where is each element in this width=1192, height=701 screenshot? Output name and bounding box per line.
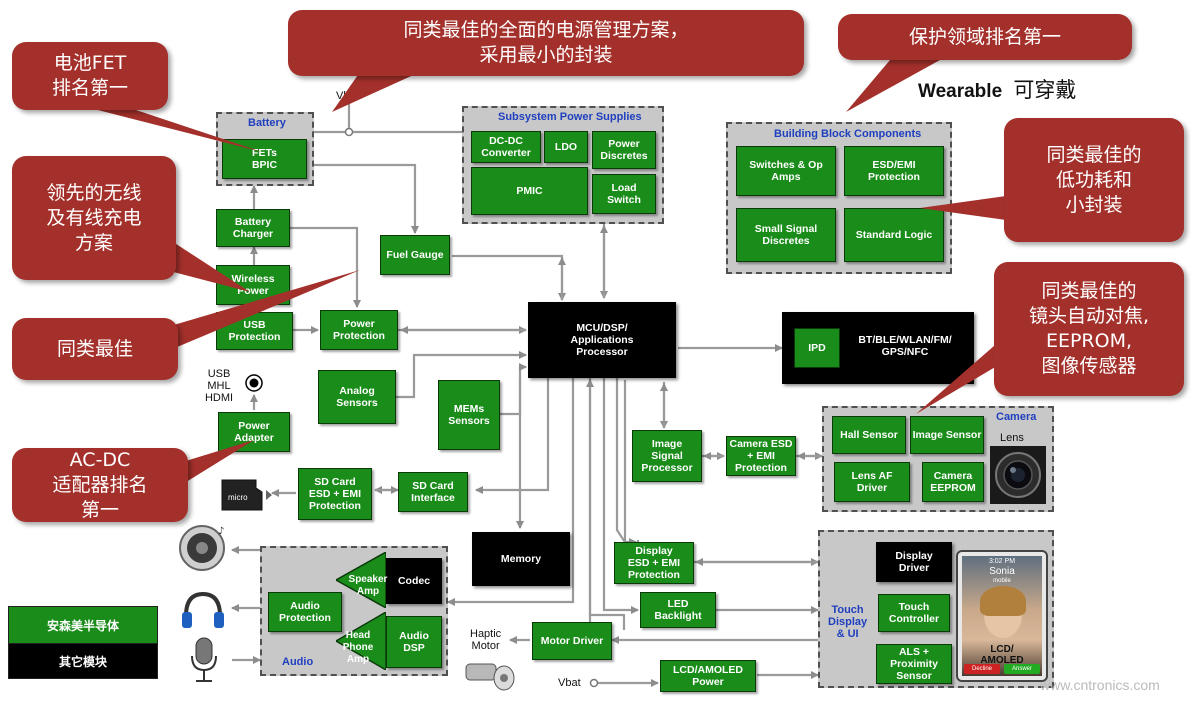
battery-group-title: Battery — [248, 117, 286, 129]
display-driver-block[interactable]: Display Driver — [876, 542, 952, 582]
codec-block[interactable]: Codec — [386, 558, 442, 604]
building-block-title: Building Block Components — [774, 128, 922, 140]
lcd-amoled-power-block[interactable]: LCD/AMOLED Power — [660, 660, 756, 692]
phone-caller-sub: mobile — [993, 578, 1011, 584]
legend-other: 其它模块 — [8, 643, 158, 679]
mems-sensors-block[interactable]: MEMs Sensors — [438, 380, 500, 450]
fets-bpic-block[interactable]: FETs BPIC — [222, 139, 307, 179]
ipd-block[interactable]: IPD — [794, 328, 840, 368]
svg-text:micro: micro — [228, 493, 248, 502]
hall-sensor-block[interactable]: Hall Sensor — [832, 416, 906, 454]
watermark: www.cntronics.com — [1040, 677, 1160, 693]
headphone-amp-label: Head Phone Amp — [342, 630, 374, 665]
ldo-block[interactable]: LDO — [544, 131, 588, 163]
wearable-en: Wearable — [918, 81, 1003, 102]
als-proximity-block[interactable]: ALS + Proximity Sensor — [876, 644, 952, 684]
esd-emi-block[interactable]: ESD/EMI Protection — [844, 146, 944, 196]
speaker-amp-label: Speaker Amp — [348, 574, 388, 597]
legend-onsemi: 安森美半导体 — [8, 606, 158, 644]
callout-protection: 保护领域排名第一 — [838, 14, 1132, 60]
connectivity-label: BT/BLE/WLAN/FM/ GPS/NFC — [858, 334, 952, 358]
speaker-amp-triangle[interactable] — [336, 552, 386, 608]
callout-low-power: 同类最佳的 低功耗和 小封装 — [1004, 118, 1184, 242]
touch-display-title: Touch Display & UI — [828, 604, 868, 640]
speaker-icon: ♪ — [179, 525, 225, 571]
usb-mhl-hdmi-label: USB MHL HDMI — [204, 368, 234, 404]
phone-caller-name: Sonia — [989, 566, 1015, 577]
image-signal-processor-block[interactable]: Image Signal Processor — [632, 430, 702, 482]
battery-charger-block[interactable]: Battery Charger — [216, 209, 290, 247]
callout-power-management: 同类最佳的全面的电源管理方案， 采用最小的封装 — [288, 10, 804, 76]
camera-esd-block[interactable]: Camera ESD + EMI Protection — [726, 436, 796, 476]
answer-button[interactable]: Answer — [1004, 664, 1040, 674]
camera-eeprom-block[interactable]: Camera EEPROM — [922, 462, 984, 502]
svg-text:♪: ♪ — [218, 526, 224, 537]
headphone-amp-triangle[interactable] — [336, 612, 386, 670]
audio-protection-block[interactable]: Audio Protection — [268, 592, 342, 632]
lcd-amoled-label: LCD/ AMOLED — [980, 644, 1024, 666]
callout-battery-fet: 电池FET 排名第一 — [12, 42, 168, 110]
micro-sd-icon: micro — [221, 479, 272, 511]
decline-button[interactable]: Decline — [964, 664, 1000, 674]
haptic-motor-icon — [465, 663, 515, 691]
mcu-processor-block[interactable]: MCU/DSP/ Applications Processor — [528, 302, 676, 378]
callout-best-in-class: 同类最佳 — [12, 318, 178, 380]
switches-opamps-block[interactable]: Switches & Op Amps — [736, 146, 836, 196]
standard-logic-block[interactable]: Standard Logic — [844, 208, 944, 262]
microphone-icon — [191, 637, 217, 682]
callout-camera: 同类最佳的 镜头自动对焦, EEPROM, 图像传感器 — [994, 262, 1184, 396]
fuel-gauge-block[interactable]: Fuel Gauge — [380, 235, 450, 275]
lens-af-driver-block[interactable]: Lens AF Driver — [834, 462, 910, 502]
small-signal-block[interactable]: Small Signal Discretes — [736, 208, 836, 262]
wearable-label: Wearable 可穿戴 — [918, 78, 1076, 104]
power-adapter-block[interactable]: Power Adapter — [218, 412, 290, 452]
camera-lens-icon — [990, 446, 1046, 504]
audio-group-title: Audio — [282, 656, 314, 668]
audio-dsp-block[interactable]: Audio DSP — [386, 616, 442, 668]
headphone-icon — [182, 591, 224, 628]
callout-acdc-adapter: AC-DC 适配器排名 第一 — [12, 448, 188, 522]
touch-controller-block[interactable]: Touch Controller — [878, 594, 950, 632]
subsystem-power-title: Subsystem Power Supplies — [498, 111, 642, 123]
load-switch-block[interactable]: Load Switch — [592, 174, 656, 214]
led-backlight-block[interactable]: LED Backlight — [640, 592, 716, 628]
lens-label: Lens — [1000, 432, 1024, 444]
callout-wireless-charging: 领先的无线 及有线充电 方案 — [12, 156, 176, 280]
analog-sensors-block[interactable]: Analog Sensors — [318, 370, 396, 424]
dcdc-converter-block[interactable]: DC-DC Converter — [471, 131, 541, 163]
wearable-zh: 可穿戴 — [1013, 78, 1077, 102]
vbat-bottom-label: Vbat — [558, 677, 581, 689]
pmic-block[interactable]: PMIC — [471, 167, 588, 215]
phone-time: 3:02 PM — [988, 558, 1016, 565]
sd-card-protection-block[interactable]: SD Card ESD + EMI Protection — [298, 468, 372, 520]
power-protection-block[interactable]: Power Protection — [320, 310, 398, 350]
display-esd-block[interactable]: Display ESD + EMI Protection — [614, 542, 694, 584]
sd-card-interface-block[interactable]: SD Card Interface — [398, 472, 468, 512]
phone-display-icon: 3:02 PM Sonia mobile LCD/ AMOLED Decline… — [956, 550, 1048, 682]
power-discretes-block[interactable]: Power Discretes — [592, 131, 656, 169]
motor-driver-block[interactable]: Motor Driver — [532, 622, 612, 660]
image-sensor-block[interactable]: Image Sensor — [910, 416, 984, 454]
haptic-motor-label: Haptic Motor — [470, 628, 502, 652]
memory-block[interactable]: Memory — [472, 532, 570, 586]
camera-group-title: Camera — [996, 411, 1037, 423]
